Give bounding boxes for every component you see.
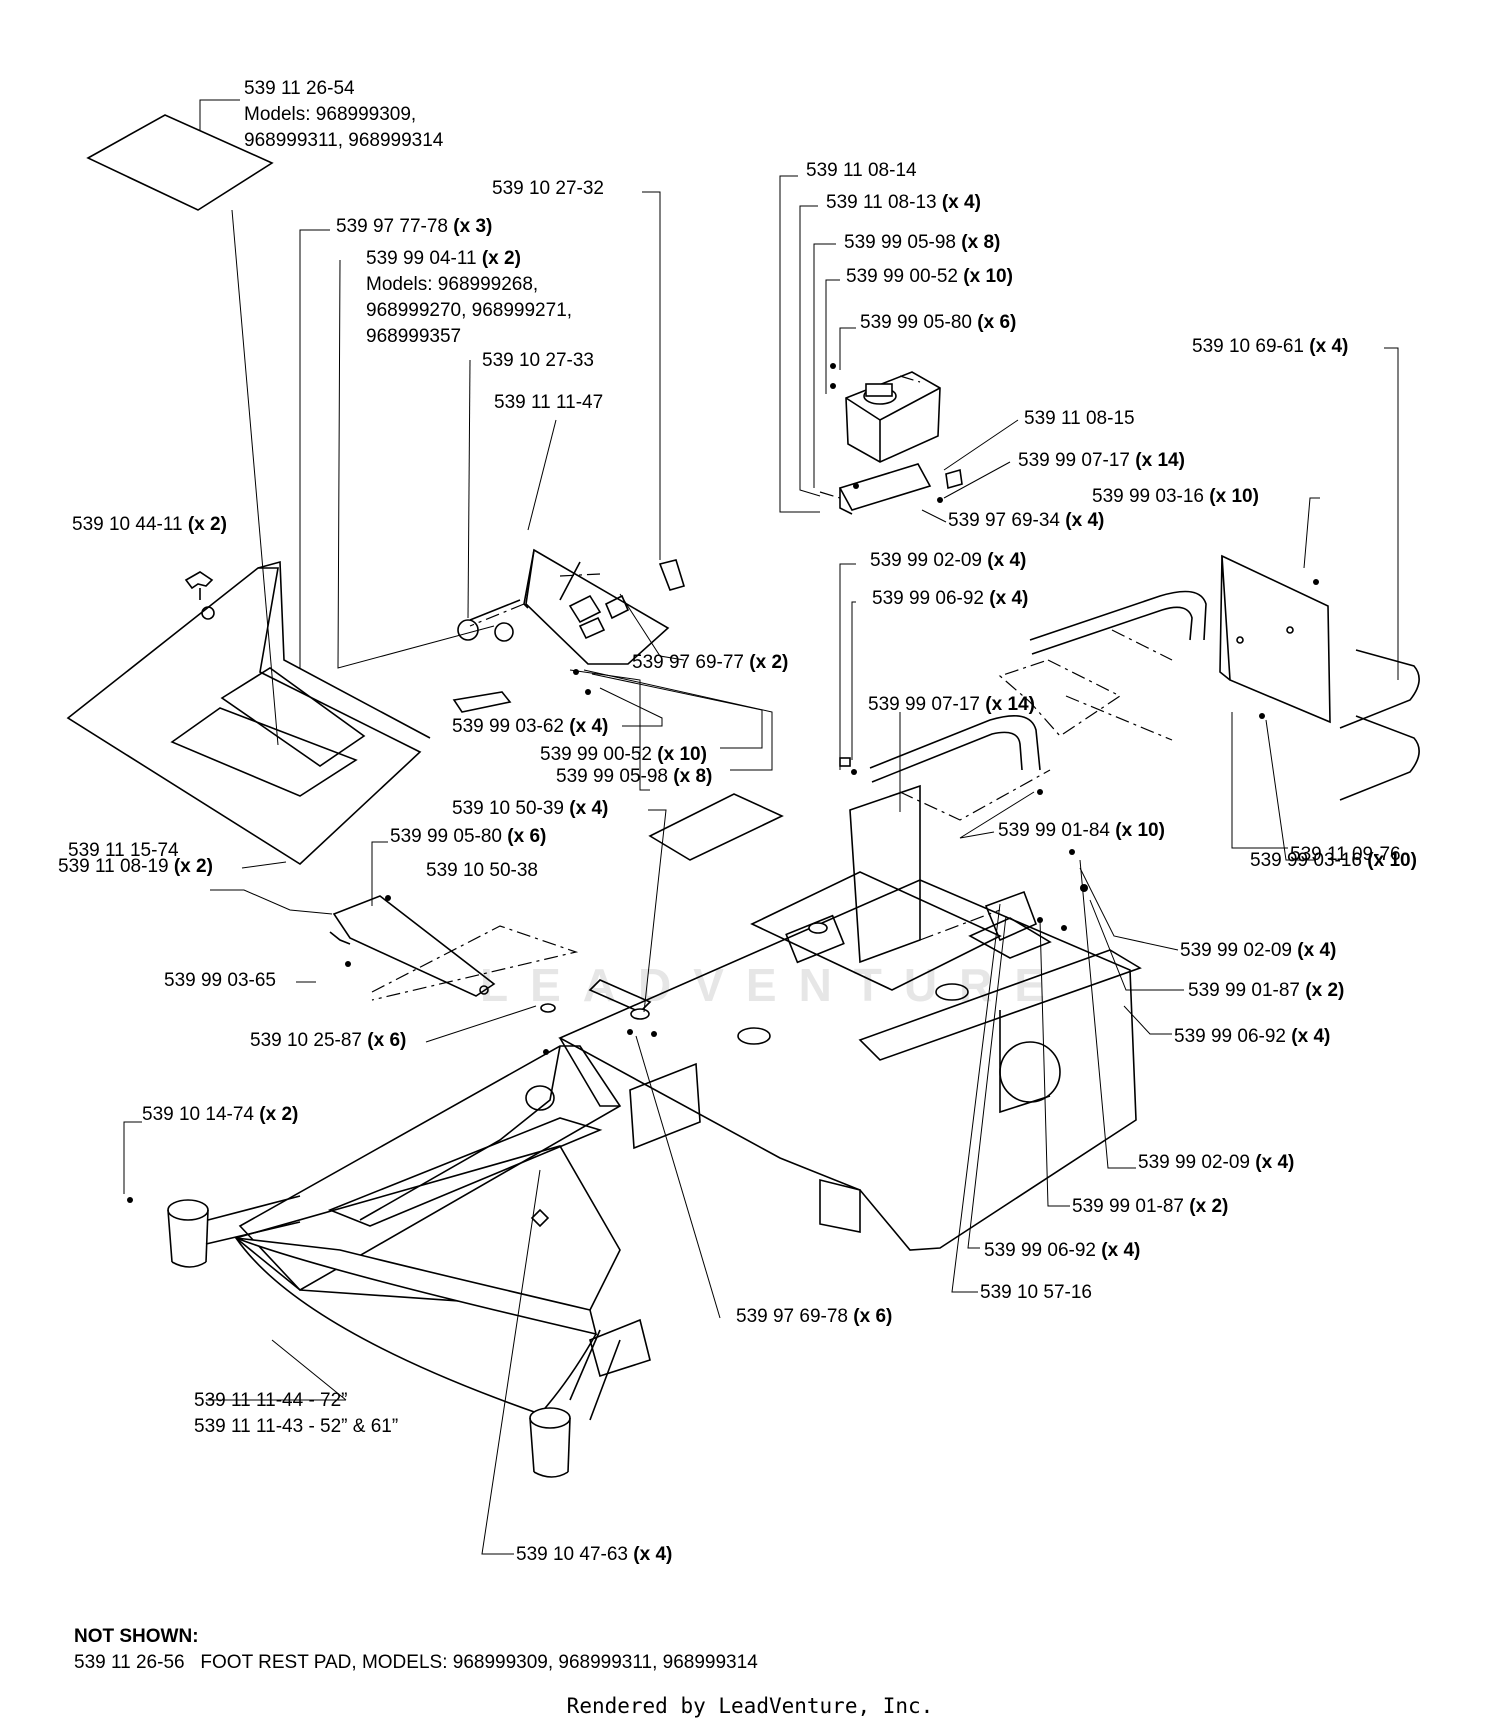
- label-539-10-27-33: 539 10 27-33: [482, 350, 594, 371]
- label-539-11-11-44: 539 11 11-44 - 72”: [194, 1390, 348, 1411]
- knob: [184, 571, 214, 600]
- hydraulic-tank: [838, 371, 963, 515]
- label-539-99-01-84: 539 99 01-84 (x 10): [998, 820, 1165, 841]
- foot-plate: [235, 1237, 598, 1415]
- label-539-99-05-80-mid: 539 99 05-80 (x 6): [390, 826, 547, 847]
- leader-lines: [123, 99, 1399, 1555]
- label-539-10-50-39: 539 10 50-39 (x 4): [452, 798, 609, 819]
- label-539-99-06-92-top: 539 99 06-92 (x 4): [872, 588, 1029, 609]
- label-539-10-44-11: 539 10 44-11 (x 2): [72, 514, 227, 535]
- u-bars: [869, 590, 1420, 801]
- label-539-99-04-11: 539 99 04-11 (x 2): [366, 248, 521, 269]
- watermark: LEADVENTURE: [480, 959, 1068, 1011]
- label-539-99-07-17-mid: 539 99 07-17 (x 14): [868, 694, 1035, 715]
- label-539-11-09-76: 539 11 09-76: [1290, 844, 1401, 865]
- label-539-11-11-47: 539 11 11-47: [494, 392, 604, 413]
- not-shown-description: FOOT REST PAD, MODELS: 968999309, 968999…: [200, 1652, 758, 1673]
- label-539-99-00-52-mid: 539 99 00-52 (x 10): [540, 744, 707, 765]
- label-539-99-02-09-top: 539 99 02-09 (x 4): [870, 550, 1027, 571]
- control-bracket: [457, 548, 686, 665]
- label-539-10-69-61: 539 10 69-61 (x 4): [1192, 336, 1349, 357]
- label-539-99-03-65: 539 99 03-65: [164, 970, 276, 991]
- label-539-99-03-62: 539 99 03-62 (x 4): [452, 716, 609, 737]
- main-frame: [558, 784, 1142, 1251]
- label-539-99-06-92-low: 539 99 06-92 (x 4): [984, 1240, 1141, 1261]
- alignment-lines: [371, 375, 1173, 1001]
- label-539-99-02-09-mid: 539 99 02-09 (x 4): [1180, 940, 1337, 961]
- label-539-97-69-77: 539 97 69-77 (x 2): [632, 652, 789, 673]
- label-539-99-05-80-top: 539 99 05-80 (x 6): [860, 312, 1017, 333]
- footer-credit: Rendered by LeadVenture, Inc.: [566, 1694, 934, 1718]
- label-539-11-08-19: 539 11 08-19 (x 2): [58, 856, 213, 877]
- label-models-968999268: Models: 968999268,: [366, 274, 539, 295]
- foot-rest-pad: [86, 114, 274, 211]
- label-539-10-47-63: 539 10 47-63 (x 4): [516, 1544, 673, 1565]
- label-539-99-01-87-low: 539 99 01-87 (x 2): [1072, 1196, 1229, 1217]
- floor-pan: [66, 560, 431, 866]
- not-shown-title: NOT SHOWN:: [74, 1626, 199, 1647]
- label-539-11-26-54: 539 11 26-54: [244, 78, 355, 99]
- label-539-10-25-87: 539 10 25-87 (x 6): [250, 1030, 407, 1051]
- label-539-99-05-98-top: 539 99 05-98 (x 8): [844, 232, 1001, 253]
- label-539-99-00-52-top: 539 99 00-52 (x 10): [846, 266, 1013, 287]
- label-539-10-57-16: 539 10 57-16: [980, 1282, 1092, 1303]
- label-models-968999357: 968999357: [366, 326, 462, 347]
- label-539-99-03-16-mid: 539 99 03-16 (x 10): [1250, 850, 1417, 871]
- label-539-10-50-38: 539 10 50-38: [426, 860, 538, 881]
- label-models-968999270: 968999270, 968999271,: [366, 300, 573, 321]
- pad-strip: [452, 691, 512, 713]
- label-models-968999309: Models: 968999309,: [244, 104, 417, 125]
- label-539-99-02-09-low: 539 99 02-09 (x 4): [1138, 1152, 1295, 1173]
- fasteners: [127, 363, 1319, 1203]
- not-shown-part: 539 11 26-56: [74, 1652, 185, 1673]
- label-539-10-14-74: 539 10 14-74 (x 2): [142, 1104, 299, 1125]
- seat-plate: [1219, 554, 1331, 724]
- label-539-99-03-16-top: 539 99 03-16 (x 10): [1092, 486, 1259, 507]
- label-539-10-27-32: 539 10 27-32: [492, 178, 604, 199]
- label-539-99-05-98-mid: 539 99 05-98 (x 8): [556, 766, 713, 787]
- label-539-99-01-87-mid: 539 99 01-87 (x 2): [1188, 980, 1345, 1001]
- label-539-99-07-17-top: 539 99 07-17 (x 14): [1018, 450, 1185, 471]
- not-shown-line: 539 11 26-56 FOOT REST PAD, MODELS: 9689…: [74, 1652, 758, 1674]
- label-539-97-69-34: 539 97 69-34 (x 4): [948, 510, 1105, 531]
- label-539-99-06-92-mid: 539 99 06-92 (x 4): [1174, 1026, 1331, 1047]
- caster-tubes: [167, 1195, 651, 1478]
- link-bracket: [329, 895, 496, 997]
- label-models-968999311: 968999311, 968999314: [244, 130, 444, 151]
- label-539-11-08-14: 539 11 08-14: [806, 160, 917, 181]
- front-frame: [234, 1045, 861, 1311]
- label-539-11-08-13: 539 11 08-13 (x 4): [826, 192, 981, 213]
- label-539-11-15-74: 539 11 15-74: [68, 840, 179, 861]
- label-539-11-08-15: 539 11 08-15: [1024, 408, 1135, 429]
- label-539-97-69-78: 539 97 69-78 (x 6): [736, 1306, 893, 1327]
- label-539-97-77-78: 539 97 77-78 (x 3): [336, 216, 493, 237]
- label-539-11-11-43: 539 11 11-43 - 52” & 61”: [194, 1416, 399, 1437]
